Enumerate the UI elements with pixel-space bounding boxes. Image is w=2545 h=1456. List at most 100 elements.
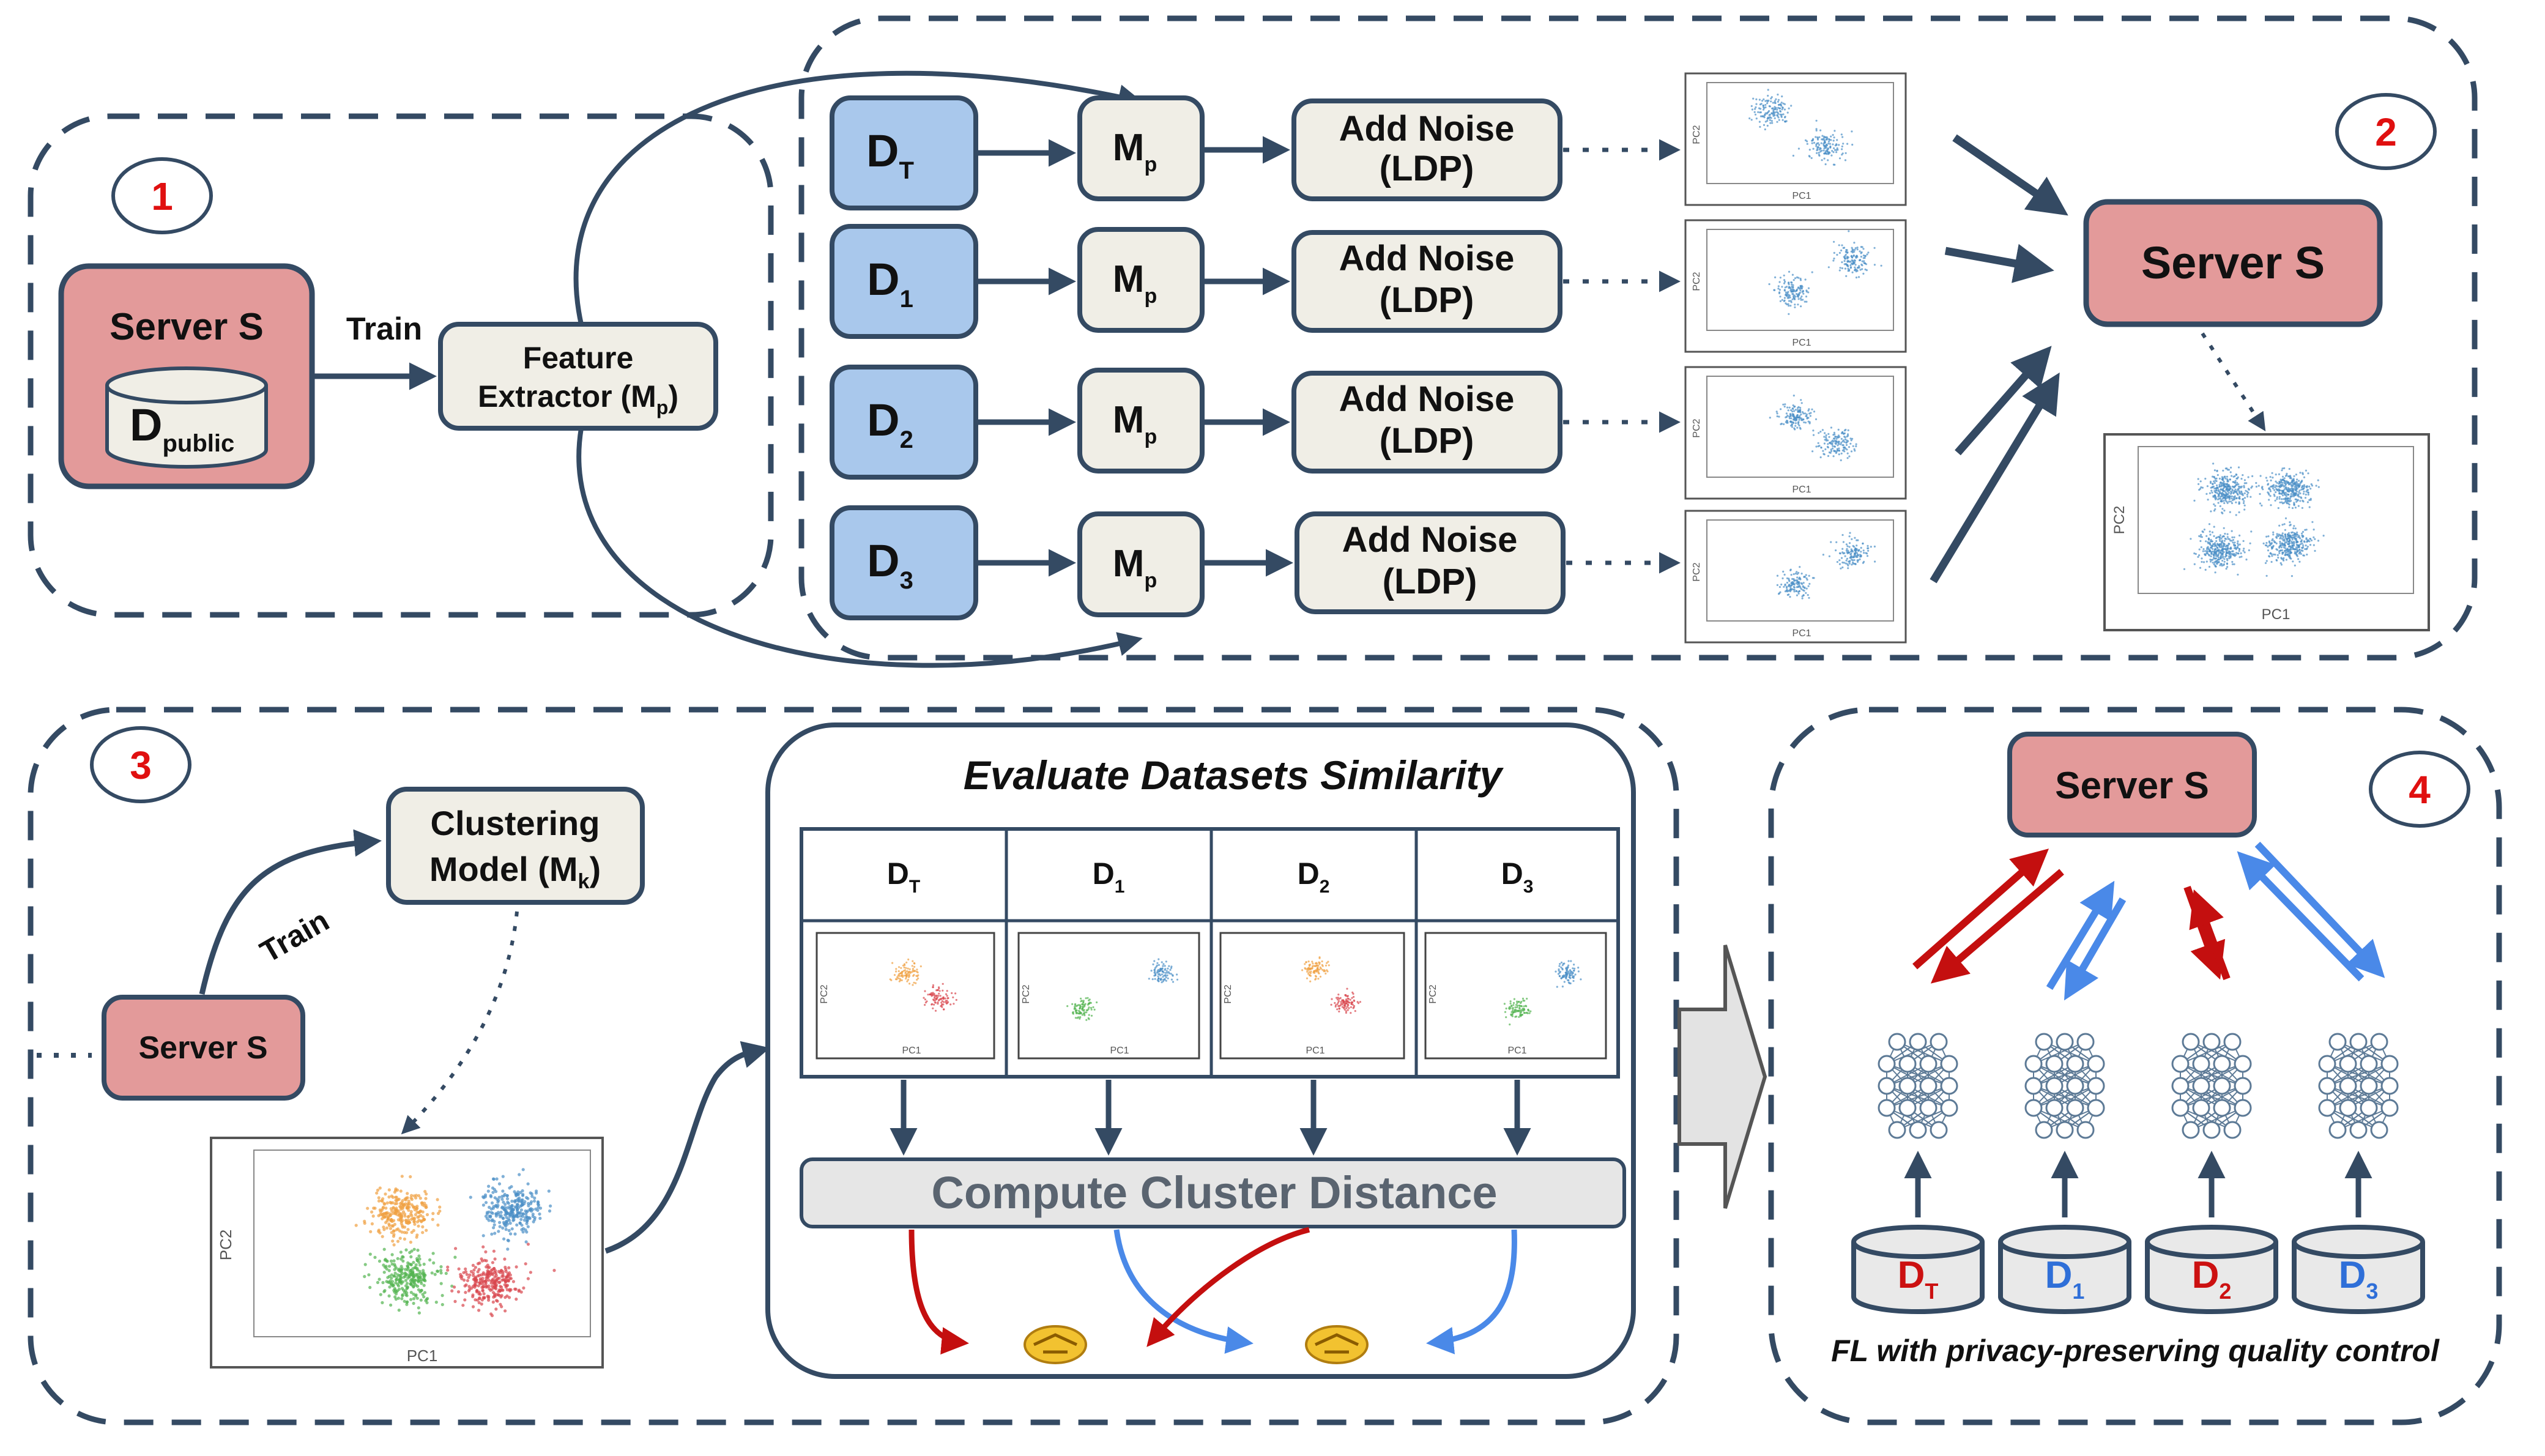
- row-d2: D2 Mp Add Noise (LDP): [830, 365, 1681, 480]
- noisy-plot-d1-y-label: PC2: [1692, 272, 1702, 291]
- noisy-plot-d3: PC1 PC2: [1684, 510, 1907, 644]
- result-arrow-blue-2: [1426, 1229, 1517, 1354]
- fl-dataset-dt-label: DT: [1898, 1254, 1939, 1304]
- result-arrow-red-2: [1146, 1227, 1310, 1347]
- table-header-d2: D2: [1298, 856, 1330, 897]
- upload-arrow-3: [1955, 346, 2052, 456]
- fl-dataset-d1-label: D1: [2045, 1254, 2085, 1304]
- table-plot-d3-y-label: PC2: [1428, 984, 1438, 1003]
- aggregated-plot-y-label: PC2: [2111, 506, 2128, 535]
- cluster-plot-blue: [469, 1168, 552, 1251]
- section-transition-arrow: [1677, 945, 1767, 1209]
- section-2: DT Mp Add Noise (LDP) D1 Mp Add Noise (L…: [830, 72, 2430, 644]
- add-noise-line1-dt: Add Noise: [1339, 109, 1515, 149]
- public-dataset-cylinder: Dpublic: [105, 366, 268, 469]
- server-s-box-2: Server S: [2083, 199, 2383, 327]
- server-s-label-4: Server S: [2055, 765, 2209, 807]
- evaluate-panel: Evaluate Datasets Similarity DT D1 D2 D3…: [765, 722, 1636, 1379]
- section-2-frame: [798, 15, 2478, 661]
- noisy-plot-dt-x-label: PC1: [1792, 191, 1811, 201]
- step-3-badge: 3: [90, 726, 191, 803]
- table-plot-dt-red: [923, 982, 957, 1012]
- neural-network-icon-4: [2318, 1033, 2399, 1139]
- broadcast-curve-bottom: [576, 428, 1143, 668]
- dataset-dt-label: DT: [866, 125, 914, 184]
- step-2-badge: 2: [2335, 93, 2437, 170]
- model-mp-label-d3: Mp: [1113, 543, 1157, 592]
- clustering-model-line2: Model (Mk): [429, 850, 601, 893]
- add-noise-line2-d2: (LDP): [1380, 421, 1474, 461]
- table-plot-d3: PC1 PC2: [1424, 932, 1607, 1060]
- add-noise-line2-d1: (LDP): [1380, 280, 1474, 320]
- table-plot-d1-x-label: PC1: [1110, 1046, 1129, 1056]
- model-mp-box-d1: [1077, 227, 1205, 333]
- row-d1: D1 Mp Add Noise (LDP): [830, 224, 1681, 339]
- table-plot-d1: PC1 PC2: [1017, 932, 1200, 1060]
- dataset-d1-label: D1: [867, 254, 913, 313]
- upload-arrow-1: [1952, 134, 2068, 216]
- table-plot-d2-orange: [1301, 956, 1330, 982]
- step-2-number: 2: [2375, 110, 2397, 154]
- table-plot-dt-orange: [889, 958, 922, 986]
- table-header-dt: DT: [887, 856, 920, 897]
- table-plot-dt-x-label: PC1: [902, 1046, 921, 1056]
- clustering-model-box: Clustering Model (Mk): [386, 787, 645, 905]
- step-4-number: 4: [2409, 768, 2431, 812]
- noisy-plot-dt: PC1 PC2: [1684, 72, 1907, 206]
- result-arrow-blue-1: [1113, 1229, 1254, 1354]
- evaluate-title: Evaluate Datasets Similarity: [964, 752, 1504, 798]
- table-plot-d2-y-label: PC2: [1223, 984, 1233, 1003]
- dataset-d3-box: [830, 505, 978, 620]
- table-plot-d3-blue: [1555, 960, 1582, 988]
- noisy-plot-dt-y-label: PC2: [1692, 125, 1702, 144]
- model-mp-box-d3: [1077, 511, 1205, 617]
- feature-extractor-line2: Extractor (Mp): [478, 379, 678, 418]
- handshake-icon-2: [1305, 1325, 1369, 1364]
- noisy-plot-d1-points: [1768, 230, 1882, 315]
- broadcast-curve-top: [573, 70, 1143, 325]
- table-plot-d1-y-label: PC2: [1021, 984, 1031, 1003]
- add-noise-line2-d3: (LDP): [1383, 562, 1477, 601]
- fl-dataset-d2-label: D2: [2192, 1254, 2232, 1304]
- fl-caption: FL with privacy-preserving quality contr…: [1831, 1334, 2440, 1368]
- section-1: Server S Dpublic Train Feature Extractor…: [58, 70, 1143, 668]
- dataset-dt-box: [830, 95, 978, 210]
- table-plot-d1-green: [1066, 997, 1098, 1021]
- noisy-plot-d2: PC1 PC2: [1684, 366, 1907, 500]
- dataset-d2-label: D2: [867, 395, 913, 453]
- aggregated-plot-x-label: PC1: [2262, 606, 2290, 623]
- section-3: Server S Train Clustering Model (Mk) PC1…: [37, 722, 1636, 1379]
- section-1-frame: [28, 113, 774, 618]
- step-badges: 1 2 3 4: [90, 93, 2470, 828]
- aggregated-plot-points: [2183, 462, 2325, 578]
- neural-network-icon-3: [2171, 1033, 2252, 1139]
- feature-extractor-box: Feature Extractor (Mp): [438, 322, 718, 431]
- cluster-plot-green: [363, 1247, 457, 1315]
- cluster-plot-y-label: PC2: [217, 1230, 235, 1261]
- compute-cluster-distance-label: Compute Cluster Distance: [931, 1167, 1497, 1218]
- noisy-plot-dt-points: [1748, 89, 1854, 166]
- noisy-plot-d2-points: [1769, 395, 1857, 462]
- aggregate-dotted-arrow: [2201, 332, 2266, 432]
- add-noise-box-d3: [1295, 511, 1566, 614]
- train-label-1: Train: [346, 311, 422, 347]
- noisy-plot-d2-x-label: PC1: [1792, 485, 1811, 495]
- dataset-d1-box: [830, 224, 978, 339]
- add-noise-box-d1: [1291, 230, 1562, 333]
- aggregated-plot: PC1 PC2: [2103, 433, 2430, 631]
- server-s-box-4: Server S: [2007, 732, 2257, 838]
- cluster-plot-orange: [354, 1175, 442, 1247]
- table-header-d3: D3: [1501, 856, 1534, 897]
- clustering-model-line1: Clustering: [431, 804, 600, 842]
- add-noise-box-dt: [1291, 98, 1562, 201]
- table-header-d1: D1: [1093, 856, 1125, 897]
- table-plot-d2-x-label: PC1: [1306, 1046, 1325, 1056]
- noisy-plot-d2-y-label: PC2: [1692, 418, 1702, 437]
- section-4-frame: [1768, 707, 2502, 1425]
- dataset-d3-label: D3: [867, 535, 913, 594]
- upload-arrow-4: [1930, 372, 2060, 584]
- row-d3: D3 Mp Add Noise (LDP): [830, 505, 1681, 620]
- add-noise-box-d2: [1291, 371, 1562, 474]
- similarity-table: DT D1 D2 D3 PC1 PC2 PC1 PC2: [800, 827, 1620, 1079]
